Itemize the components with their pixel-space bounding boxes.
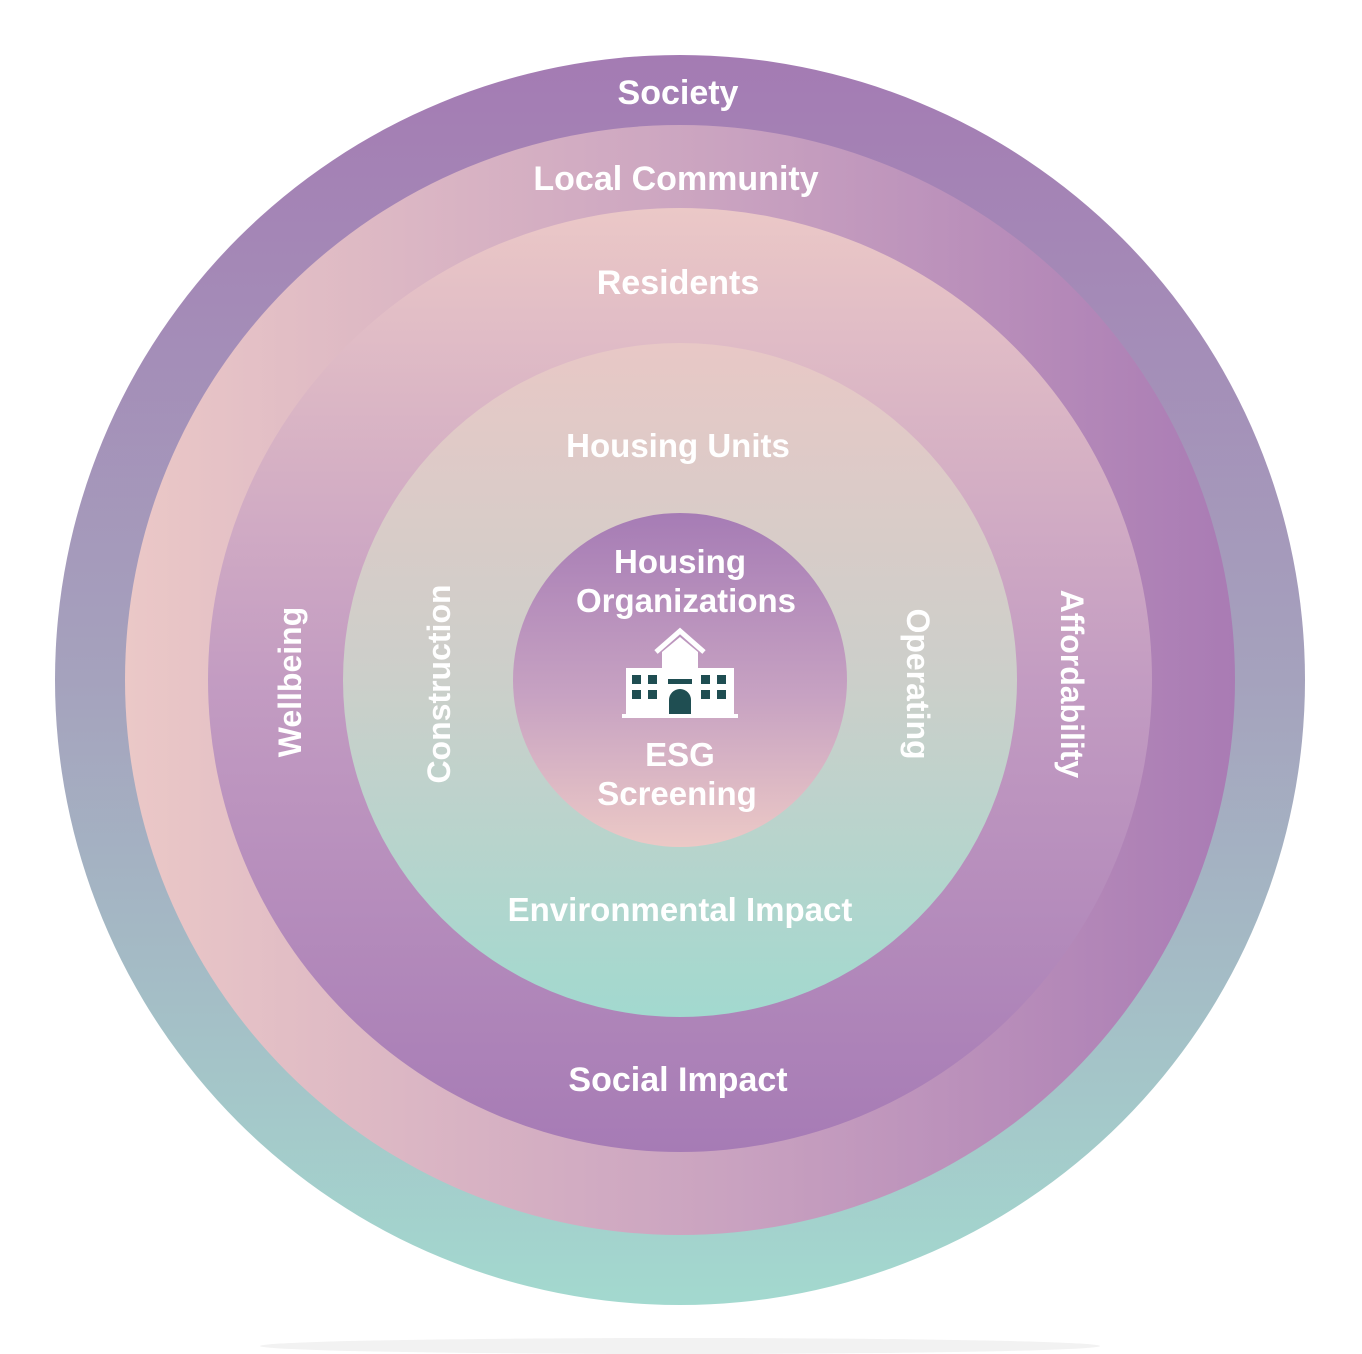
- center-subtitle-line2: Screening: [597, 775, 757, 812]
- local-community-label: Local Community: [533, 160, 818, 198]
- society-label: Society: [618, 74, 739, 112]
- center-title-line2: Organizations: [576, 582, 796, 619]
- operating-label: Operating: [900, 608, 936, 759]
- environmental-impact-label: Environmental Impact: [508, 891, 853, 928]
- affordability-label: Affordability: [1054, 590, 1090, 779]
- housing-units-label: Housing Units: [566, 427, 790, 464]
- diagram-shadow: [260, 1338, 1100, 1354]
- wellbeing-label: Wellbeing: [272, 607, 308, 758]
- construction-label: Construction: [421, 584, 457, 783]
- center-subtitle-line1: ESG: [645, 736, 715, 773]
- center-title-line1: Housing: [614, 543, 746, 580]
- social-impact-label: Social Impact: [568, 1061, 787, 1099]
- residents-label: Residents: [597, 264, 760, 302]
- building-icon: [622, 627, 738, 718]
